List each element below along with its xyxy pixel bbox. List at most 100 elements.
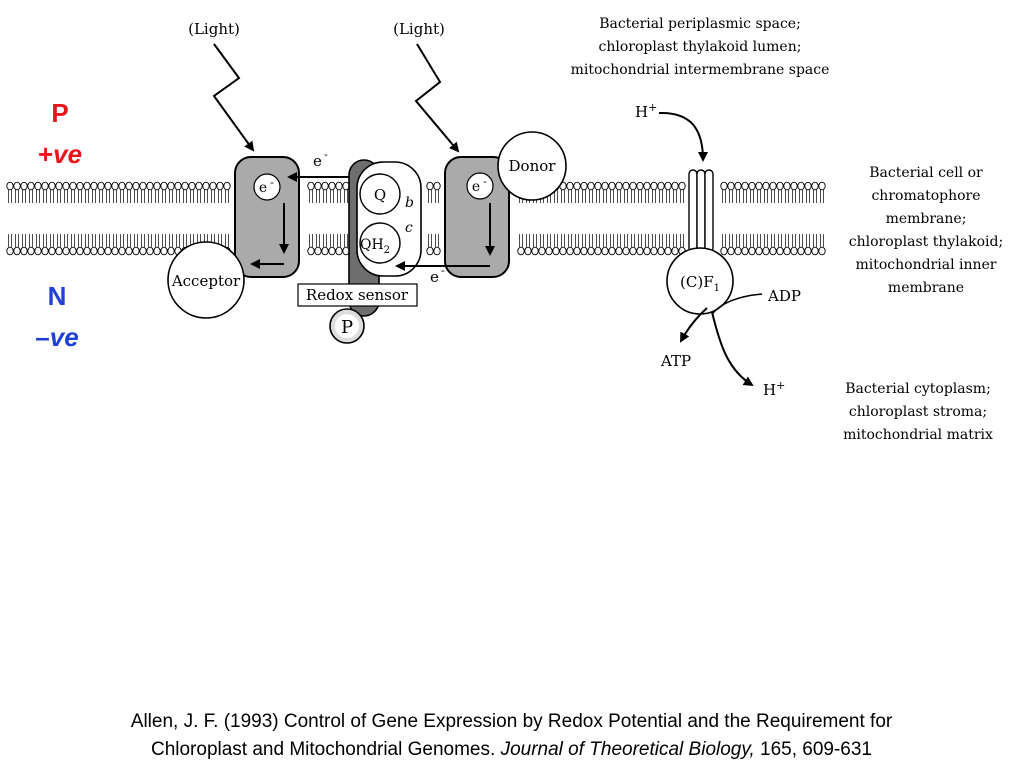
lipid-head xyxy=(139,246,147,256)
lipid-tail xyxy=(225,234,229,247)
q-label: Q xyxy=(374,186,386,204)
lipid-head xyxy=(587,246,595,256)
membrane-line-6: membrane xyxy=(888,280,964,296)
lipid-head xyxy=(818,181,826,191)
lipid-head xyxy=(104,181,112,191)
lipid-head xyxy=(139,181,147,191)
electron-left-circle xyxy=(253,173,281,201)
atp-synthase-channel xyxy=(688,169,714,253)
lipid-tail xyxy=(92,234,96,247)
lipid-tail xyxy=(50,190,54,203)
lipid-head xyxy=(769,246,777,256)
lipid-tail xyxy=(820,190,824,203)
membrane-label: Bacterial cell or chromatophore membrane… xyxy=(849,165,1003,296)
lipid-tail xyxy=(176,234,180,247)
cf1-label: (C)F1 xyxy=(680,273,720,294)
lipid-tail xyxy=(771,190,775,203)
lipid-head xyxy=(783,181,791,191)
lipid-tail xyxy=(344,234,348,247)
lipid-tail xyxy=(540,234,544,247)
membrane-line-3: membrane; xyxy=(886,211,967,227)
lipid-tail xyxy=(561,234,565,247)
n-side-sign: – xyxy=(35,322,49,352)
lipid-head xyxy=(566,246,574,256)
lipid-tail xyxy=(610,234,614,247)
lipid-head xyxy=(188,181,196,191)
lipid-head xyxy=(734,246,742,256)
lipid-tail xyxy=(645,190,649,203)
lipid-head xyxy=(734,181,742,191)
cf1-subscript: 1 xyxy=(714,283,720,294)
lipid-tail xyxy=(680,234,684,247)
lipid-tail xyxy=(92,190,96,203)
lipid-head xyxy=(601,246,609,256)
lipid-tail xyxy=(22,234,26,247)
lipid-head xyxy=(321,246,329,256)
lipid-head xyxy=(748,246,756,256)
lipid-tail xyxy=(169,190,173,203)
lipid-tail xyxy=(113,190,117,203)
lipid-tail xyxy=(750,190,754,203)
lipid-tail xyxy=(71,234,75,247)
lipid-tail xyxy=(743,234,747,247)
qh2-label: QH2 xyxy=(360,237,390,256)
electron-bottom-minus: - xyxy=(441,264,445,277)
lipid-head xyxy=(545,246,553,256)
lipid-tail xyxy=(120,190,124,203)
lipid-head xyxy=(776,246,784,256)
lipid-tail xyxy=(778,234,782,247)
lipid-tail xyxy=(120,234,124,247)
acceptor-label: Acceptor xyxy=(171,272,241,290)
lipid-tail xyxy=(134,190,138,203)
lipid-tail xyxy=(85,234,89,247)
lipid-tail xyxy=(43,234,47,247)
lipid-tail xyxy=(64,190,68,203)
h-plus-bottom-h: H xyxy=(763,381,776,399)
lipid-head xyxy=(657,246,665,256)
lipid-head xyxy=(69,246,77,256)
membrane-line-4: chloroplast thylakoid; xyxy=(849,234,1003,250)
lipid-tail xyxy=(428,234,432,247)
channel-helix-1 xyxy=(688,169,698,253)
membrane-line-5: mitochondrial inner xyxy=(855,257,996,273)
lipid-head xyxy=(594,246,602,256)
p-side-polarity: +ve xyxy=(38,139,82,169)
lipid-tail xyxy=(792,190,796,203)
lipid-head xyxy=(153,246,161,256)
lipid-tail xyxy=(680,190,684,203)
lipid-tail xyxy=(29,190,33,203)
lipid-tail xyxy=(582,190,586,203)
lipid-head xyxy=(797,181,805,191)
lipid-head xyxy=(125,246,133,256)
lipid-head xyxy=(524,246,532,256)
lipid-tail xyxy=(162,190,166,203)
lipid-tail xyxy=(176,190,180,203)
lipid-tail xyxy=(750,234,754,247)
lipid-head xyxy=(174,181,182,191)
citation: Allen, J. F. (1993) Control of Gene Expr… xyxy=(0,708,1023,764)
lipid-head xyxy=(90,246,98,256)
electron-right-circle xyxy=(466,172,494,200)
lipid-head xyxy=(811,246,819,256)
lipid-tail xyxy=(141,190,145,203)
lipid-tail xyxy=(799,234,803,247)
lipid-tail xyxy=(757,190,761,203)
lipid-tail xyxy=(575,190,579,203)
electron-top-label: e xyxy=(313,152,322,170)
lipid-tail xyxy=(344,190,348,203)
lipid-head xyxy=(622,246,630,256)
lipid-head xyxy=(132,246,140,256)
q-circle xyxy=(359,173,401,215)
lipid-tail xyxy=(218,190,222,203)
lipid-tail xyxy=(603,234,607,247)
lipid-head xyxy=(34,181,42,191)
lipid-head xyxy=(552,246,560,256)
lipid-tail xyxy=(785,234,789,247)
lipid-head xyxy=(769,181,777,191)
lipid-head xyxy=(55,246,63,256)
lipid-tail xyxy=(197,190,201,203)
lipid-tail xyxy=(435,234,439,247)
lipid-tail xyxy=(435,190,439,203)
lipid-head xyxy=(804,181,812,191)
lipid-head xyxy=(678,181,686,191)
